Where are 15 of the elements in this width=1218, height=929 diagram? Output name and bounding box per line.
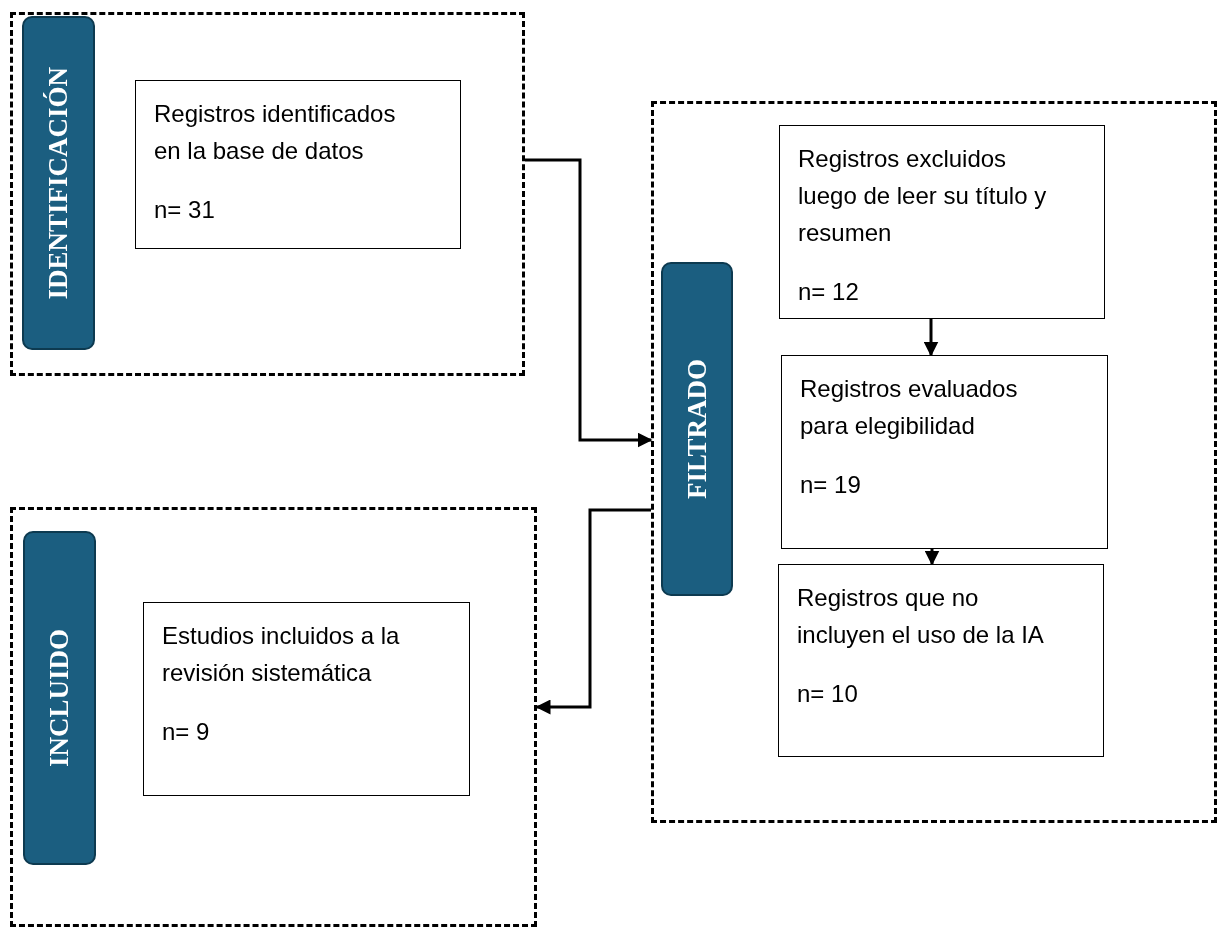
arrow [924,549,940,566]
record-box: Registros que no incluyen el uso de la IA n= 10 [778,564,1104,757]
dashed-stage-frame [651,101,1217,823]
record-box: Registros identificados en la base de datos n= 31 [135,80,461,249]
stage-label-band: FILTRADO [661,262,733,596]
dashed-stage-frame [10,507,537,927]
dashed-stage-frame [10,12,525,376]
arrow [525,158,653,448]
record-box: Registros excluidos luego de leer su título y resumen n= 12 [779,125,1105,319]
record-box: Estudios incluidos a la revisión sistemática n= 9 [143,602,470,796]
stage-label-band: IDENTIFICACIÓN [22,16,95,350]
arrow [535,508,651,715]
record-box: Registros evaluados para elegibilidad n= 19 [781,355,1108,549]
arrow [923,319,939,357]
stage-label-band: INCLUIDO [23,531,96,865]
